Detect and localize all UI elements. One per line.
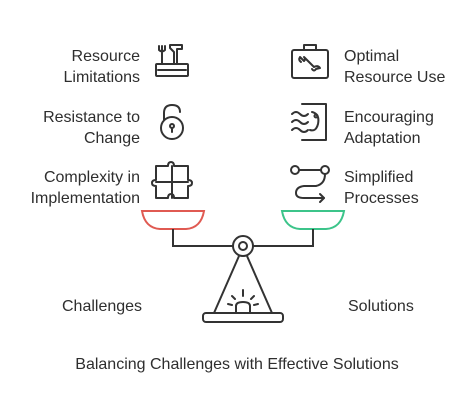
- puzzle-icon: [150, 160, 194, 204]
- challenges-label: Challenges: [62, 298, 143, 315]
- challenge-label-line1: Complexity in: [43, 169, 140, 186]
- solution-simplified-processes: Simplified Processes: [344, 167, 419, 209]
- right-pan: [280, 210, 346, 230]
- solution-label-line1: Simplified: [344, 169, 414, 186]
- tools-icon: [150, 40, 194, 84]
- scale-base: [202, 312, 284, 323]
- challenge-label-line1: Resistance to: [43, 109, 140, 126]
- challenge-label-line2: Limitations: [63, 69, 140, 86]
- solution-label-line1: Encouraging: [344, 109, 434, 126]
- solution-label-line2: Resource Use: [344, 69, 446, 86]
- left-pan: [140, 210, 206, 230]
- challenge-complexity: Complexity in Implementation: [31, 167, 140, 209]
- flow-icon: [288, 160, 332, 204]
- padlock-icon: [150, 100, 194, 144]
- solution-label-line1: Optimal: [344, 48, 400, 65]
- solution-label-line2: Processes: [344, 190, 419, 207]
- challenge-resource-limitations: Resource Limitations: [64, 46, 140, 88]
- challenge-label-line2: Implementation: [30, 190, 140, 207]
- challenge-label-line2: Change: [83, 130, 140, 147]
- chameleon-icon: [288, 100, 332, 144]
- pivot-circle: [232, 235, 254, 257]
- scale-stand: [213, 255, 273, 314]
- solution-optimal-resource-use: Optimal Resource Use: [344, 46, 445, 88]
- solution-label-line2: Adaptation: [344, 130, 421, 147]
- diagram-caption: Balancing Challenges with Effective Solu…: [75, 356, 399, 373]
- solutions-label: Solutions: [348, 298, 414, 315]
- challenge-label-line1: Resource: [71, 48, 140, 65]
- toolbox-icon: [288, 40, 332, 84]
- solution-encouraging-adaptation: Encouraging Adaptation: [344, 107, 434, 149]
- challenge-resistance-to-change: Resistance to Change: [43, 107, 140, 149]
